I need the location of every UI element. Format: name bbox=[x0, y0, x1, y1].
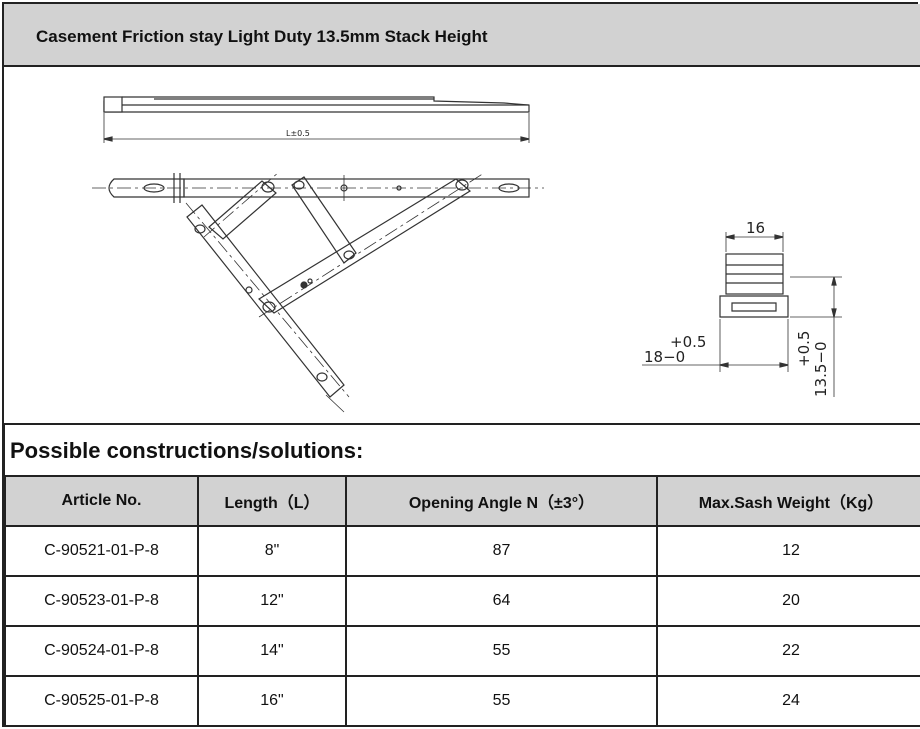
cell-max-sash-weight: 24 bbox=[656, 675, 920, 727]
specifications-table: Article No. Length（L） Opening Angle N（±3… bbox=[4, 475, 920, 727]
title-bar: Casement Friction stay Light Duty 13.5mm… bbox=[4, 4, 920, 67]
header-article-no: Article No. bbox=[4, 475, 199, 527]
stack-tolerance-bottom: 13.5−0 bbox=[812, 341, 830, 397]
cell-opening-angle: 55 bbox=[345, 625, 658, 677]
header-max-sash-weight: Max.Sash Weight（Kg） bbox=[656, 475, 920, 527]
plan-view bbox=[92, 171, 544, 413]
table-row: C-90525-01-P-8 16" 55 24 bbox=[4, 675, 920, 727]
cell-length: 14" bbox=[197, 625, 347, 677]
cell-article-no: C-90525-01-P-8 bbox=[4, 675, 199, 727]
technical-drawing: L±0.5 bbox=[4, 67, 920, 425]
cell-length: 8" bbox=[197, 525, 347, 577]
header-length: Length（L） bbox=[197, 475, 347, 527]
section-heading: Possible constructions/solutions: bbox=[10, 438, 364, 463]
cell-article-no: C-90523-01-P-8 bbox=[4, 575, 199, 627]
table-row: C-90523-01-P-8 12" 64 20 bbox=[4, 575, 920, 627]
cell-article-no: C-90524-01-P-8 bbox=[4, 625, 199, 677]
cell-length: 12" bbox=[197, 575, 347, 627]
cell-opening-angle: 55 bbox=[345, 675, 658, 727]
cell-max-sash-weight: 12 bbox=[656, 525, 920, 577]
cell-max-sash-weight: 22 bbox=[656, 625, 920, 677]
stack-tolerance-top: +0.5 bbox=[795, 331, 813, 367]
cell-max-sash-weight: 20 bbox=[656, 575, 920, 627]
friction-stay-drawing: L±0.5 bbox=[92, 96, 842, 413]
page-title: Casement Friction stay Light Duty 13.5mm… bbox=[36, 27, 488, 46]
table-row: C-90524-01-P-8 14" 55 22 bbox=[4, 625, 920, 677]
width-dimension-label: 16 bbox=[746, 219, 765, 237]
cell-opening-angle: 87 bbox=[345, 525, 658, 577]
table-row: C-90521-01-P-8 8" 87 12 bbox=[4, 525, 920, 577]
cross-section-view bbox=[642, 232, 842, 397]
cell-opening-angle: 64 bbox=[345, 575, 658, 627]
cell-article-no: C-90521-01-P-8 bbox=[4, 525, 199, 577]
length-dimension-label: L±0.5 bbox=[286, 129, 310, 138]
table-header-row: Article No. Length（L） Opening Angle N（±3… bbox=[4, 475, 920, 527]
base-tolerance-top: +0.5 bbox=[670, 333, 706, 351]
side-view bbox=[103, 96, 530, 143]
base-tolerance-bottom: 18−0 bbox=[644, 348, 685, 366]
cell-length: 16" bbox=[197, 675, 347, 727]
header-opening-angle: Opening Angle N（±3°） bbox=[345, 475, 658, 527]
